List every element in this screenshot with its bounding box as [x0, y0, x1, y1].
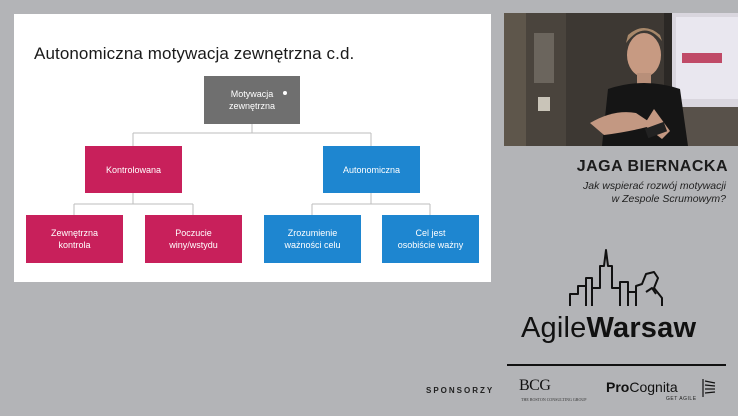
node-motywacja-zewnetrzna: Motywacja zewnętrzna — [204, 76, 300, 124]
node-label: kontrola — [58, 240, 91, 250]
talk-title-line: w Zespole Scrumowym? — [611, 193, 726, 205]
node-label: Autonomiczna — [342, 164, 401, 175]
node-label: ważności celu — [284, 240, 341, 250]
node-label: Motywacja — [230, 89, 274, 99]
node-zewnetrzna-kontrola: Zewnętrzna kontrola — [26, 215, 123, 263]
sponsor-bcg-subtitle: THE BOSTON CONSULTING GROUP — [521, 397, 587, 402]
node-label: zewnętrzna — [228, 101, 276, 111]
sponsor-procognita-tagline: GET AGILE — [666, 396, 697, 402]
node-cel-wazny: Cel jest osobiście ważny — [382, 215, 479, 263]
warsaw-skyline-icon — [569, 249, 663, 306]
divider — [507, 364, 726, 366]
node-label: Zrozumienie — [287, 228, 338, 238]
node-label: Kontrolowana — [105, 164, 162, 175]
node-autonomiczna: Autonomiczna — [323, 146, 420, 193]
speaker-camera-feed — [504, 13, 738, 146]
procognita-part2: Cognita — [629, 379, 678, 395]
presentation-slide: Autonomiczna motywacja zewnętrzna c.d. M… — [14, 14, 491, 282]
agilewarsaw-logo: AgileWarsaw — [521, 312, 696, 345]
node-poczucie-winy: Poczucie winy/wstydu — [145, 215, 242, 263]
node-label: winy/wstydu — [169, 240, 218, 250]
logo-warsaw: Warsaw — [586, 312, 697, 344]
sponsors-label: SPONSORZY — [426, 386, 495, 395]
node-label: Poczucie — [175, 228, 212, 238]
node-label: Cel jest — [415, 228, 446, 238]
talk-title: Jak wspierać rozwój motywacji w Zespole … — [506, 180, 726, 206]
node-label: Zewnętrzna — [50, 228, 99, 238]
talk-title-line: Jak wspierać rozwój motywacji — [583, 180, 726, 192]
node-zrozumienie-celu: Zrozumienie ważności celu — [264, 215, 361, 263]
node-label: osobiście ważny — [397, 240, 464, 250]
speaker-video-image — [504, 13, 738, 146]
slide-title: Autonomiczna motywacja zewnętrzna c.d. — [34, 44, 355, 63]
logo-agile: Agile — [521, 312, 587, 344]
pointer-icon — [283, 91, 287, 95]
sponsor-procognita-logo: ProCognita — [606, 379, 678, 395]
procognita-part1: Pro — [606, 379, 630, 395]
speaker-name: JAGA BIERNACKA — [576, 158, 728, 175]
procognita-mark-icon — [702, 379, 716, 397]
node-kontrolowana: Kontrolowana — [85, 146, 182, 193]
diagram-connectors — [73, 124, 431, 215]
sponsor-bcg-logo: BCG — [519, 377, 551, 394]
